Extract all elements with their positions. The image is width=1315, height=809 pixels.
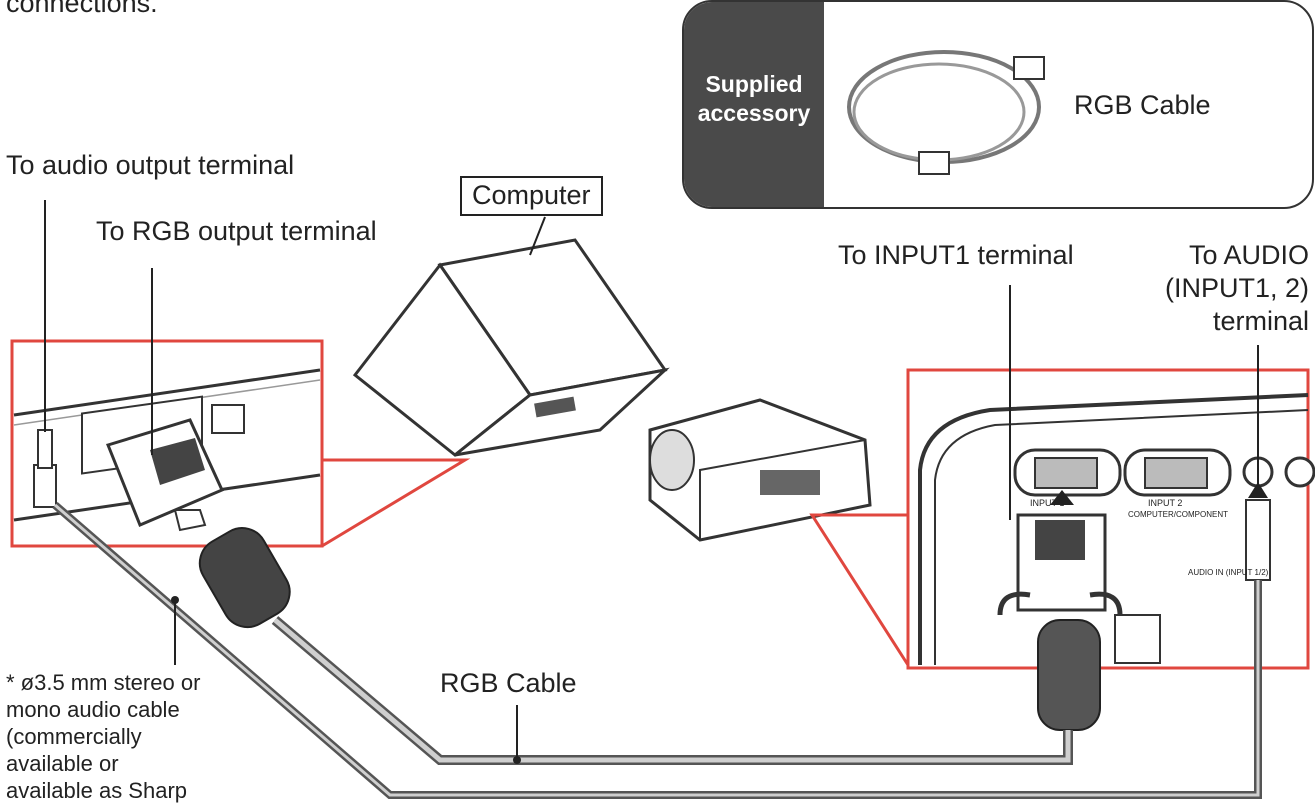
accessory-label-panel xyxy=(684,2,824,207)
audio-plug-left xyxy=(33,200,57,508)
note-line-1: * ø3.5 mm stereo or xyxy=(6,670,201,695)
label-rgb-output: To RGB output terminal xyxy=(96,216,377,246)
ferrite-core-left xyxy=(198,527,291,629)
panel-input2-label: INPUT 2 xyxy=(1148,498,1183,508)
label-computer: Computer xyxy=(460,176,603,216)
accessory-title: Supplied accessory xyxy=(697,71,811,126)
panel-audio-in-label: AUDIO IN (INPUT 1/2) xyxy=(1188,568,1269,577)
projector-illustration xyxy=(648,398,872,542)
label-audio-output: To audio output terminal xyxy=(6,150,295,180)
rgb-cable-line xyxy=(271,616,1073,765)
note-line-2: mono audio cable xyxy=(6,697,180,722)
supplied-accessory-box: Supplied accessory RGB Cable xyxy=(682,0,1314,209)
label-input1: To INPUT1 terminal xyxy=(838,240,1074,270)
panel-input1-label: INPUT 1 xyxy=(1030,498,1065,508)
top-fragment-text: connections. xyxy=(6,0,158,18)
projector-rear-panel-callout xyxy=(809,368,1315,670)
laptop-illustration xyxy=(352,216,670,457)
vga-connector-right xyxy=(997,285,1123,616)
note-line-3: (commercially xyxy=(6,724,142,749)
panel-input2-sub: COMPUTER/COMPONENT xyxy=(1128,510,1228,519)
note-line-4: available or xyxy=(6,751,119,776)
note-line-5: available as Sharp xyxy=(6,778,188,803)
label-audio-in-line2: (INPUT1, 2) xyxy=(1164,273,1309,303)
label-audio-in-line3: terminal xyxy=(1212,306,1309,336)
rgb-cable-icon xyxy=(847,50,1045,175)
accessory-item-name: RGB Cable xyxy=(1074,90,1211,120)
vga-connector-left xyxy=(106,268,225,532)
label-audio-in-line1: To AUDIO xyxy=(1188,240,1309,270)
label-rgb-cable: RGB Cable xyxy=(440,668,577,698)
ferrite-core-right xyxy=(1037,619,1101,731)
